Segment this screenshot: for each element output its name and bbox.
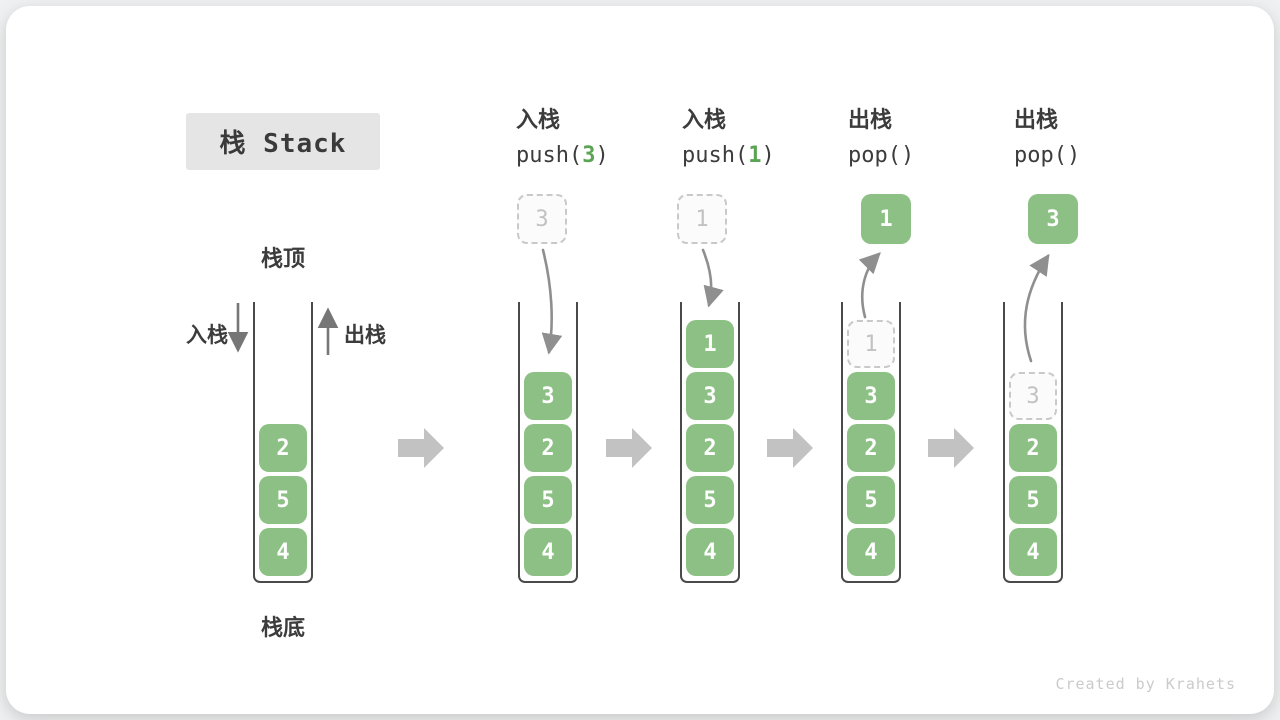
stack-container-pop3: 3 2 5 4 — [1003, 302, 1063, 583]
pop-direction-label: 出栈 — [344, 323, 386, 347]
diagram-title: 栈 Stack — [186, 113, 380, 170]
stack-cell: 4 — [847, 528, 895, 576]
stack-cell: 5 — [259, 476, 307, 524]
stack-container-pop1: 1 3 2 5 4 — [841, 302, 901, 583]
stack-cell: 5 — [1009, 476, 1057, 524]
op-cn-text: 入栈 — [516, 108, 561, 133]
watermark: Created by Krahets — [1055, 675, 1236, 693]
op-label-push-1: 入栈 push(1) — [682, 106, 775, 171]
op-label-pop-3: 出栈 pop() — [1014, 106, 1080, 171]
stack-cell: 2 — [524, 424, 572, 472]
stack-bottom-label: 栈底 — [260, 616, 305, 641]
stack-container-push1: 1 3 2 5 4 — [680, 302, 740, 583]
step-arrow-icon — [398, 428, 444, 468]
stack-cell: 5 — [524, 476, 572, 524]
stack-cell: 3 — [524, 372, 572, 420]
stack-cell: 2 — [847, 424, 895, 472]
push-direction-label: 入栈 — [186, 323, 228, 347]
diagram-title-text: 栈 Stack — [219, 129, 347, 159]
popped-value-box: 3 — [1028, 194, 1078, 244]
incoming-value-box: 3 — [517, 194, 567, 244]
step-arrow-icon — [767, 428, 813, 468]
step-arrow-icon — [606, 428, 652, 468]
stack-top-label: 栈顶 — [260, 247, 305, 272]
stack-cell: 3 — [686, 372, 734, 420]
stack-container-initial: 2 5 4 — [253, 302, 313, 583]
op-code-text: push(1) — [682, 143, 775, 168]
removed-cell-ghost: 1 — [847, 320, 895, 368]
stack-cell: 5 — [847, 476, 895, 524]
stack-cell: 4 — [259, 528, 307, 576]
incoming-value-box: 1 — [677, 194, 727, 244]
op-code-text: pop() — [848, 143, 915, 168]
op-code-text: push(3) — [516, 143, 609, 168]
stack-cell: 4 — [1009, 528, 1057, 576]
stack-cell: 4 — [524, 528, 572, 576]
stack-cell: 4 — [686, 528, 734, 576]
removed-cell-ghost: 3 — [1009, 372, 1057, 420]
stack-cell: 2 — [686, 424, 734, 472]
op-code-text: pop() — [1014, 143, 1081, 168]
step-arrow-icon — [928, 428, 974, 468]
stack-cell: 1 — [686, 320, 734, 368]
popped-value-box: 1 — [861, 194, 911, 244]
op-cn-text: 出栈 — [1014, 108, 1059, 133]
op-label-pop-1: 出栈 pop() — [848, 106, 914, 171]
stack-cell: 2 — [1009, 424, 1057, 472]
stack-container-push3: 3 2 5 4 — [518, 302, 578, 583]
op-arg: 1 — [748, 143, 762, 168]
stack-cell: 5 — [686, 476, 734, 524]
op-cn-text: 出栈 — [848, 108, 893, 133]
op-arg: 3 — [582, 143, 596, 168]
op-label-push-3: 入栈 push(3) — [516, 106, 609, 171]
stack-cell: 3 — [847, 372, 895, 420]
op-cn-text: 入栈 — [682, 108, 727, 133]
stack-cell: 2 — [259, 424, 307, 472]
